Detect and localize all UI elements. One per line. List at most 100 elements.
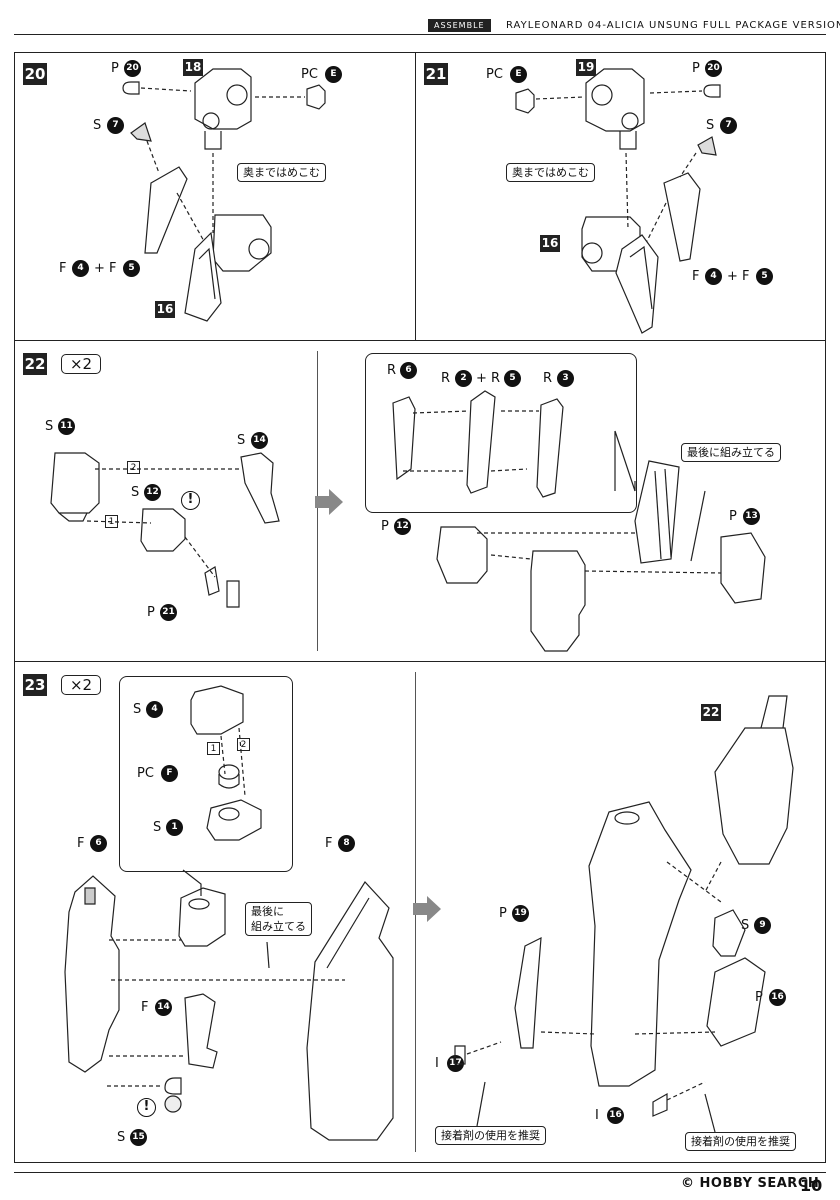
note-line: 最後に: [251, 905, 284, 918]
part-number: F: [161, 765, 178, 782]
joint-socket: [581, 242, 603, 264]
box-pointer: [614, 430, 636, 492]
small-part-s7: [697, 136, 717, 156]
part-label-p: P: [729, 509, 737, 524]
joint-socket: [591, 84, 613, 106]
part-number: 6: [90, 835, 107, 852]
shoulder-part-18: [194, 68, 252, 130]
caution-icon: !: [181, 491, 200, 510]
shoulder-peg: [204, 131, 222, 150]
part-f8-panel: [306, 881, 394, 1141]
part-base-number: 16: [540, 235, 560, 252]
guide-line: [490, 554, 532, 560]
manual-title: RAYLEONARD 04-ALICIA UNSUNG FULL PACKAGE…: [506, 20, 840, 31]
leg-socket: [614, 811, 640, 825]
part-label-r: R: [387, 363, 397, 378]
part-r3: [536, 398, 564, 498]
part-number: 5: [123, 260, 140, 277]
guide-line: [220, 735, 226, 775]
step-number: 21: [424, 63, 448, 85]
watermark: © HOBBY SEARCH: [681, 1176, 820, 1191]
assemble-last-note: 最後に 組み立てる: [245, 902, 312, 936]
part-p21-a: [204, 566, 220, 596]
small-part-s7: [130, 122, 152, 142]
box-pointer: [182, 869, 202, 896]
arrow-right-icon: [315, 489, 343, 515]
guide-line: [666, 861, 722, 903]
armor-blade: [615, 234, 659, 334]
part-label-p: P: [111, 61, 119, 77]
glue-recommended-note: 接着剤の使用を推奨: [685, 1132, 796, 1151]
part-number: 16: [607, 1107, 624, 1124]
quantity-multiplier: ×2: [61, 675, 101, 695]
part-r2-r5: [466, 390, 496, 494]
part-label-i: I: [435, 1056, 439, 1071]
guide-line: [535, 96, 585, 100]
part-r6: [392, 396, 416, 481]
guide-line: [634, 1031, 716, 1035]
part-22-number: 22: [701, 704, 721, 721]
part-22-stack: [760, 695, 788, 729]
polycap-f-body: [218, 774, 240, 789]
order-marker: 1: [207, 742, 220, 755]
part-s11-detail: [58, 512, 88, 522]
part-number: 4: [705, 268, 722, 285]
polycap-e: [515, 88, 535, 114]
part-number: 14: [155, 999, 172, 1016]
part-label-f: F: [742, 269, 750, 284]
part-label-s: S: [741, 918, 750, 933]
part-p13: [720, 532, 766, 604]
guide-line: [86, 520, 152, 524]
part-f6-tab: [84, 887, 96, 905]
joint-socket: [248, 238, 270, 260]
assemble-last-note: 最後に組み立てる: [681, 443, 781, 462]
step-20-panel: 20 P 20 18 PC E S 7 奥まではめこむ F 4 + F 5 16: [14, 52, 416, 341]
armor-blade-edge: [198, 247, 216, 300]
step-23-panel: 23 ×2 S 4 1 2 PC F S 1 F 6 F 8 最後に 組み立てる…: [14, 661, 826, 1163]
shoulder-part-19: [585, 68, 645, 132]
part-number: 15: [130, 1129, 147, 1146]
guide-line: [490, 468, 528, 472]
part-label-s: S: [131, 485, 140, 500]
order-marker: 2: [237, 738, 250, 751]
guide-line: [666, 1081, 706, 1101]
guide-line: [679, 152, 697, 178]
joint-socket: [226, 84, 248, 106]
part-p16: [706, 957, 766, 1047]
part-s1-socket: [218, 807, 240, 821]
part-label-r: R: [491, 371, 501, 386]
part-s14: [240, 452, 280, 524]
part-s12: [140, 508, 186, 552]
part-number: 9: [754, 917, 771, 934]
ball-joint: [164, 1095, 182, 1113]
part-label-i: I: [595, 1108, 599, 1123]
part-number: 21: [160, 604, 177, 621]
step-number: 22: [23, 353, 47, 375]
leader-line: [266, 941, 270, 969]
assembled-r-edge: [664, 468, 672, 558]
part-i16: [652, 1092, 668, 1117]
part-f6-frame: [64, 875, 120, 1073]
part-s4: [190, 685, 244, 735]
part-number: 6: [400, 362, 417, 379]
step-22-panel: 22 ×2 S 11 S 14 S 12 ! 2 1 P 21 R 6 R 2 …: [14, 340, 826, 662]
step-21-panel: 21 PC E 19 P 20 S 7 奥まではめこむ 16 F 4 + F 5: [415, 52, 826, 341]
shoulder-peg: [619, 131, 637, 150]
pin-part: [122, 81, 140, 95]
part-number: 4: [146, 701, 163, 718]
hip-socket: [188, 898, 210, 910]
part-label-f: F: [141, 1000, 149, 1015]
caution-icon: !: [137, 1098, 156, 1117]
part-label-f: F: [109, 261, 117, 276]
step-number: 20: [23, 63, 47, 85]
part-label-pc: PC: [137, 766, 154, 781]
pin-part: [703, 84, 721, 98]
step-22-drawing: [50, 390, 766, 652]
part-p21-b: [226, 580, 240, 608]
part-number: 19: [512, 905, 529, 922]
part-number: 13: [743, 508, 760, 525]
arrow-right-icon: [413, 896, 441, 922]
part-label-p: P: [499, 906, 507, 921]
assembled-r-parts: [634, 460, 680, 564]
part-label-s: S: [45, 419, 54, 434]
